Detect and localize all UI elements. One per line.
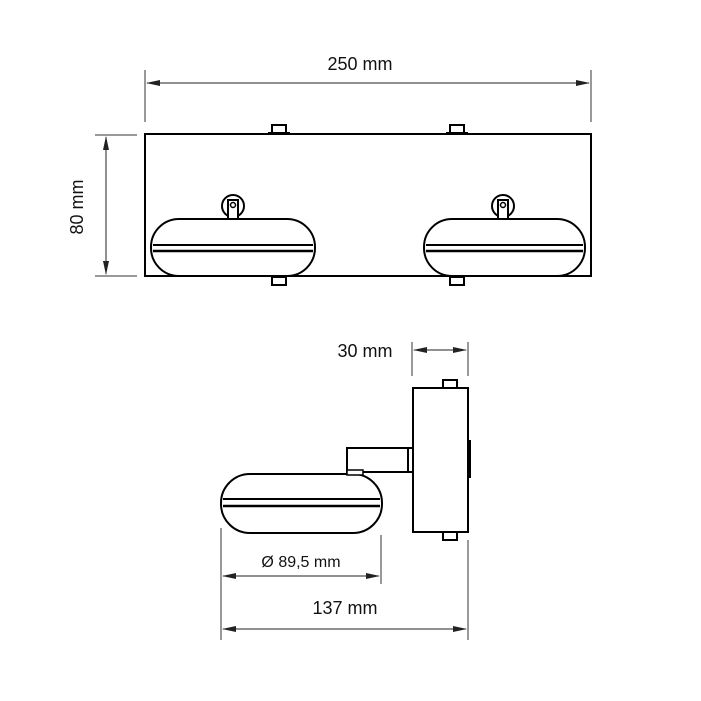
top-tab-right <box>446 124 468 134</box>
height-label: 80 mm <box>67 179 87 234</box>
diameter-label: Ø 89,5 mm <box>261 554 340 571</box>
height-dimension: 80 mm <box>67 134 137 277</box>
bottom-tab-right <box>449 276 465 286</box>
length-dimension: 137 mm <box>222 540 469 640</box>
depth-label: 30 mm <box>337 341 392 361</box>
diameter-dimension: Ø 89,5 mm <box>220 528 382 640</box>
length-label: 137 mm <box>312 598 377 618</box>
bottom-tab-side <box>442 531 458 541</box>
plate-side <box>412 387 469 533</box>
front-view: 250 mm 80 mm <box>67 54 592 286</box>
side-view: 30 mm Ø 89,5 mm 137 mm <box>220 341 471 640</box>
width-label: 250 mm <box>327 54 392 74</box>
depth-dimension: 30 mm <box>337 341 469 376</box>
top-tab-side <box>442 379 458 389</box>
spot-head-left <box>150 194 316 277</box>
bottom-tab-left <box>271 276 287 286</box>
spot-head-right <box>423 194 586 277</box>
spot-head-side <box>220 469 383 534</box>
width-dimension: 250 mm <box>144 54 592 122</box>
mounting-plate <box>144 133 592 277</box>
top-tab-left <box>268 124 290 134</box>
wall-bracket <box>467 440 471 478</box>
arm <box>346 447 414 473</box>
